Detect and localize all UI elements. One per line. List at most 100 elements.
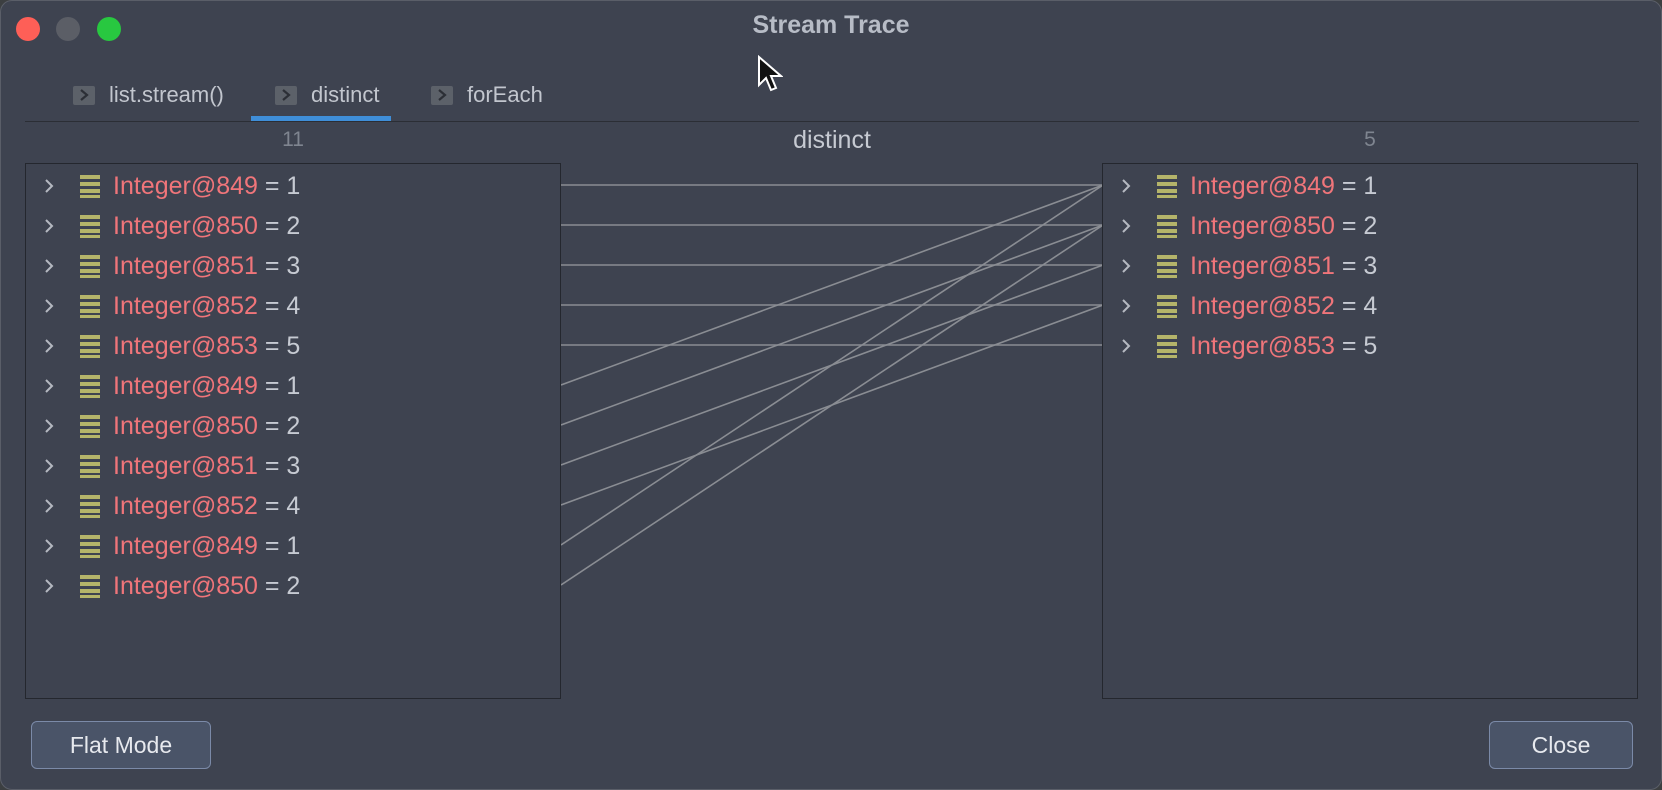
value-text: Integer@850 = 2 bbox=[113, 572, 300, 601]
value-name: Integer@850 bbox=[113, 411, 258, 440]
value-name: Integer@850 bbox=[113, 571, 258, 600]
value-result: = 3 bbox=[1341, 251, 1378, 280]
value-row[interactable]: Integer@852 = 4 bbox=[26, 286, 560, 326]
list-icon bbox=[80, 455, 100, 478]
window-title: Stream Trace bbox=[752, 11, 910, 39]
close-button[interactable]: Close bbox=[1489, 721, 1633, 769]
value-result: = 5 bbox=[264, 331, 301, 360]
value-result: = 4 bbox=[264, 491, 301, 520]
value-row[interactable]: Integer@851 = 3 bbox=[26, 446, 560, 486]
chevron-right-icon[interactable] bbox=[1117, 257, 1135, 275]
value-name: Integer@849 bbox=[113, 531, 258, 560]
chevron-right-icon[interactable] bbox=[40, 537, 58, 555]
value-name: Integer@853 bbox=[113, 331, 258, 360]
value-text: Integer@850 = 2 bbox=[113, 212, 300, 241]
value-row[interactable]: Integer@853 = 5 bbox=[1103, 326, 1637, 366]
value-row[interactable]: Integer@850 = 2 bbox=[26, 206, 560, 246]
value-name: Integer@853 bbox=[1190, 331, 1335, 360]
chevron-right-icon[interactable] bbox=[40, 417, 58, 435]
value-name: Integer@852 bbox=[113, 491, 258, 520]
chevron-right-icon[interactable] bbox=[40, 257, 58, 275]
tab-list-stream[interactable]: list.stream() bbox=[73, 71, 224, 119]
title-bar[interactable]: Stream Trace bbox=[1, 1, 1661, 57]
chevron-right-icon[interactable] bbox=[40, 497, 58, 515]
value-row[interactable]: Integer@849 = 1 bbox=[26, 166, 560, 206]
chevron-right-icon[interactable] bbox=[1117, 177, 1135, 195]
value-row[interactable]: Integer@850 = 2 bbox=[26, 566, 560, 606]
list-icon bbox=[80, 495, 100, 518]
mapping-line bbox=[561, 224, 1103, 426]
value-result: = 3 bbox=[264, 251, 301, 280]
chevron-right-icon[interactable] bbox=[1117, 337, 1135, 355]
value-row[interactable]: Integer@852 = 4 bbox=[1103, 286, 1637, 326]
mapping-lines bbox=[561, 184, 1103, 586]
minimize-window-button[interactable] bbox=[56, 17, 80, 41]
list-icon bbox=[1157, 215, 1177, 238]
list-icon bbox=[80, 215, 100, 238]
close-window-button[interactable] bbox=[16, 17, 40, 41]
chevron-right-icon[interactable] bbox=[1117, 217, 1135, 235]
value-name: Integer@849 bbox=[113, 371, 258, 400]
list-icon bbox=[1157, 295, 1177, 318]
list-icon bbox=[80, 535, 100, 558]
value-text: Integer@849 = 1 bbox=[113, 172, 300, 201]
value-text: Integer@850 = 2 bbox=[113, 412, 300, 441]
value-row[interactable]: Integer@852 = 4 bbox=[26, 486, 560, 526]
value-result: = 1 bbox=[264, 371, 301, 400]
value-name: Integer@850 bbox=[1190, 211, 1335, 240]
value-row[interactable]: Integer@851 = 3 bbox=[26, 246, 560, 286]
chevron-right-icon[interactable] bbox=[40, 577, 58, 595]
mapping-line bbox=[561, 184, 1103, 546]
value-text: Integer@849 = 1 bbox=[1190, 172, 1377, 201]
list-icon bbox=[1157, 335, 1177, 358]
list-icon bbox=[80, 295, 100, 318]
value-name: Integer@851 bbox=[1190, 251, 1335, 280]
operation-label: distinct bbox=[793, 126, 871, 154]
flat-mode-button[interactable]: Flat Mode bbox=[31, 721, 211, 769]
value-row[interactable]: Integer@850 = 2 bbox=[1103, 206, 1637, 246]
value-text: Integer@850 = 2 bbox=[1190, 212, 1377, 241]
value-text: Integer@852 = 4 bbox=[113, 492, 300, 521]
value-row[interactable]: Integer@853 = 5 bbox=[26, 326, 560, 366]
tab-bar: list.stream() distinct forEach bbox=[25, 71, 1639, 122]
list-icon bbox=[80, 255, 100, 278]
mapping-line bbox=[561, 184, 1103, 386]
mapping-line bbox=[561, 224, 1103, 586]
value-result: = 4 bbox=[264, 291, 301, 320]
value-text: Integer@852 = 4 bbox=[1190, 292, 1377, 321]
value-row[interactable]: Integer@849 = 1 bbox=[26, 526, 560, 566]
value-result: = 2 bbox=[264, 571, 301, 600]
chevron-right-icon[interactable] bbox=[40, 297, 58, 315]
value-row[interactable]: Integer@849 = 1 bbox=[26, 366, 560, 406]
left-item-count: 11 bbox=[282, 128, 304, 151]
value-result: = 3 bbox=[264, 451, 301, 480]
list-icon bbox=[80, 175, 100, 198]
mouse-cursor-icon bbox=[758, 55, 783, 92]
value-result: = 1 bbox=[264, 171, 301, 200]
value-row[interactable]: Integer@851 = 3 bbox=[1103, 246, 1637, 286]
value-text: Integer@851 = 3 bbox=[1190, 252, 1377, 281]
value-text: Integer@852 = 4 bbox=[113, 292, 300, 321]
chevron-right-icon[interactable] bbox=[1117, 297, 1135, 315]
value-name: Integer@852 bbox=[1190, 291, 1335, 320]
chevron-right-icon[interactable] bbox=[40, 377, 58, 395]
value-row[interactable]: Integer@849 = 1 bbox=[1103, 166, 1637, 206]
value-name: Integer@852 bbox=[113, 291, 258, 320]
value-name: Integer@849 bbox=[1190, 171, 1335, 200]
chevron-right-icon[interactable] bbox=[40, 337, 58, 355]
chevron-right-icon[interactable] bbox=[40, 457, 58, 475]
value-text: Integer@853 = 5 bbox=[1190, 332, 1377, 361]
tab-distinct[interactable]: distinct bbox=[250, 71, 393, 121]
maximize-window-button[interactable] bbox=[97, 17, 121, 41]
chevron-right-icon[interactable] bbox=[40, 217, 58, 235]
list-icon bbox=[80, 575, 100, 598]
chevron-right-icon[interactable] bbox=[40, 177, 58, 195]
tab-foreach[interactable]: forEach bbox=[431, 71, 543, 119]
value-row[interactable]: Integer@850 = 2 bbox=[26, 406, 560, 446]
play-frame-icon bbox=[73, 85, 95, 105]
value-text: Integer@853 = 5 bbox=[113, 332, 300, 361]
list-icon bbox=[80, 375, 100, 398]
